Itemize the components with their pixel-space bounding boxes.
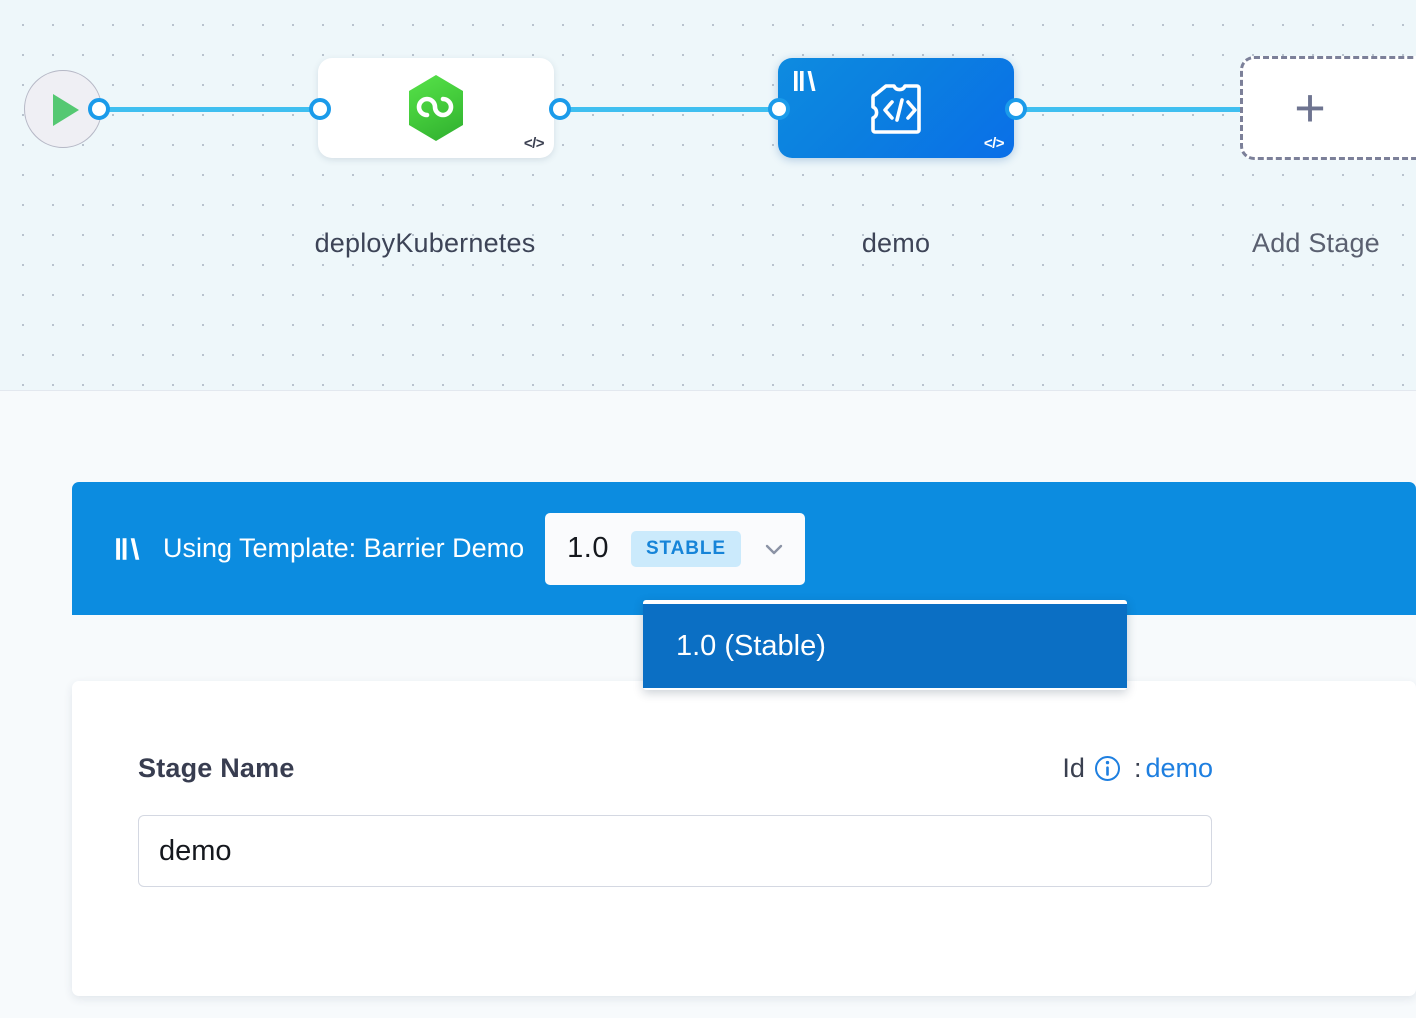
stage-node-label-demo: demo — [861, 228, 931, 258]
connector-line-start-to-k8s — [98, 107, 326, 112]
template-library-icon — [116, 537, 140, 560]
connector-dot-k8s-in[interactable] — [309, 98, 331, 120]
template-puzzle-code-icon — [871, 84, 921, 134]
kubernetes-hexagon-icon — [409, 75, 463, 141]
dropdown-option-1-0-stable[interactable]: 1.0 (Stable) — [643, 604, 1127, 688]
code-icon: </> — [523, 135, 545, 152]
stage-name-label: Stage Name — [138, 753, 295, 783]
plus-icon: + — [1294, 78, 1326, 138]
info-circle-icon[interactable] — [1094, 755, 1121, 782]
pipeline-canvas[interactable]: </> </> + deployKubernetes demo — [0, 0, 1416, 391]
id-separator: : — [1133, 753, 1142, 783]
stage-node-label-deploykubernetes: deployKubernetes — [314, 228, 536, 258]
status-badge: STABLE — [630, 530, 741, 567]
connector-dot-k8s-out[interactable] — [549, 98, 571, 120]
id-label: Id — [1062, 753, 1085, 783]
stage-name-input[interactable] — [138, 815, 1212, 887]
connector-line-demo-to-add — [1008, 107, 1248, 112]
template-version-select[interactable]: 1.0 STABLE — [545, 512, 805, 585]
play-icon — [53, 94, 79, 126]
connector-line-k8s-to-demo — [552, 107, 784, 112]
add-stage-label: Add Stage — [1252, 228, 1380, 258]
connector-dot-demo-in[interactable] — [768, 98, 790, 120]
stage-node-demo[interactable]: </> — [778, 58, 1014, 158]
stage-node-deploykubernetes[interactable]: </> — [318, 58, 554, 158]
template-version-dropdown[interactable]: 1.0 (Stable) — [643, 600, 1127, 690]
stage-id-value: demo — [1145, 753, 1213, 783]
template-version-value: 1.0 — [567, 532, 609, 564]
chevron-down-icon — [765, 544, 783, 554]
connector-dot-demo-out[interactable] — [1005, 98, 1027, 120]
using-template-label: Using Template: Barrier Demo — [163, 533, 525, 563]
template-library-icon — [794, 71, 816, 91]
code-icon: </> — [983, 135, 1005, 152]
add-stage-node[interactable]: + — [1240, 56, 1416, 160]
using-template-bar: Using Template: Barrier Demo 1.0 STABLE — [72, 482, 1416, 615]
connector-dot-start-out[interactable] — [88, 98, 110, 120]
stage-name-field-header: Stage Name Id : demo — [138, 753, 1213, 784]
stage-id-display: Id : demo — [1062, 753, 1213, 784]
